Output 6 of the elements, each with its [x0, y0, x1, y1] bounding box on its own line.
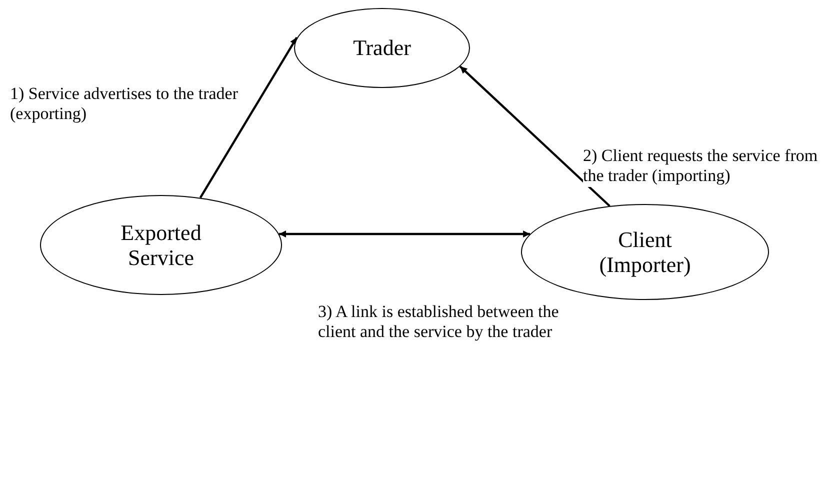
- node-label: Client (Importer): [598, 226, 692, 278]
- node-label: Exported Service: [120, 220, 202, 270]
- arrow: [279, 230, 530, 238]
- arrow: [459, 66, 610, 207]
- node-label: Trader: [352, 35, 412, 61]
- arrow: [199, 36, 298, 198]
